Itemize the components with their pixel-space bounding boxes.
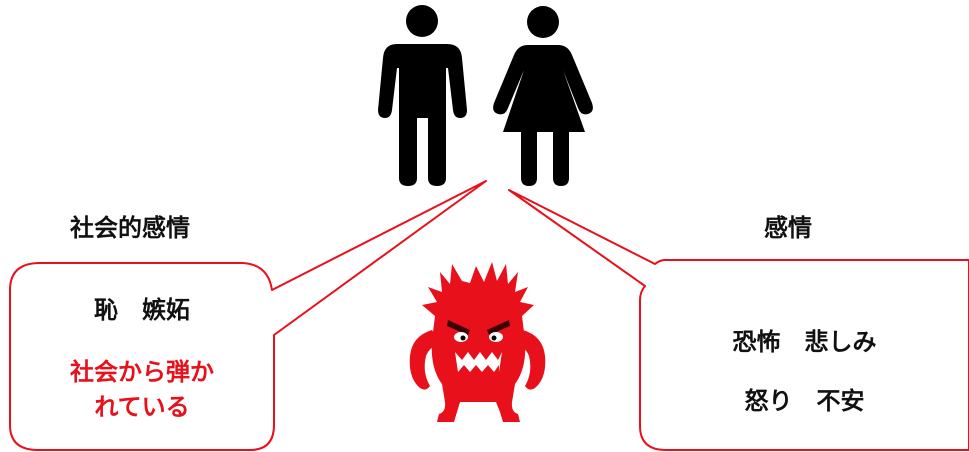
highlight-line-2: れている [10, 390, 274, 425]
man-icon [378, 5, 467, 186]
monster-icon [410, 262, 546, 422]
left-bubble-highlight: 社会から弾か れている [10, 355, 274, 425]
left-heading: 社会的感情 [70, 216, 190, 240]
right-heading: 感情 [764, 216, 812, 240]
highlight-line-1: 社会から弾か [10, 355, 274, 390]
right-bubble-line-2: 怒り 不安 [640, 372, 969, 431]
woman-icon [493, 6, 593, 186]
right-bubble-line-1: 恐怖 悲しみ [640, 313, 969, 372]
left-bubble-emotions: 恥 嫉妬 [10, 293, 274, 328]
right-bubble-emotions: 恐怖 悲しみ 怒り 不安 [640, 313, 969, 431]
